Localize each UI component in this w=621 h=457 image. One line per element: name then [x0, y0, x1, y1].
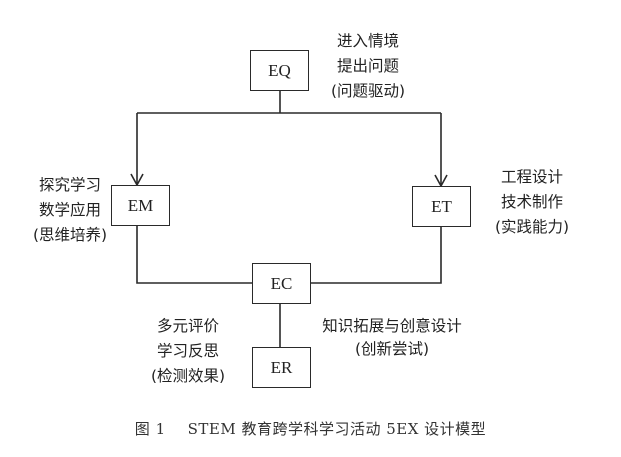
- eq-notes: 进入情境 提出问题 (问题驱动): [326, 29, 410, 104]
- node-eq: EQ: [250, 50, 309, 91]
- eq-note: 进入情境: [336, 32, 399, 50]
- er-note: 学习反思: [156, 342, 219, 360]
- er-note: (检测效果): [150, 367, 226, 385]
- er-notes: 多元评价 学习反思 (检测效果): [142, 314, 234, 389]
- et-to-ec-line: [310, 226, 442, 284]
- et-notes: 工程设计 技术制作 (实践能力): [488, 165, 576, 240]
- node-er: ER: [252, 347, 311, 388]
- ec-note: (创新尝试): [354, 340, 430, 358]
- node-em-label: EM: [127, 195, 154, 215]
- figure-number: 图 1: [134, 420, 166, 438]
- node-em: EM: [111, 185, 170, 226]
- et-note: 工程设计: [500, 168, 563, 186]
- node-ec-label: EC: [270, 273, 293, 293]
- em-notes: 探究学习 数学应用 (思维培养): [26, 173, 114, 248]
- em-note: (思维培养): [32, 226, 108, 244]
- em-note: 数学应用: [38, 201, 101, 219]
- node-eq-label: EQ: [268, 60, 291, 80]
- figure-title: STEM 教育跨学科学习活动 5EX 设计模型: [187, 420, 487, 438]
- et-note: 技术制作: [500, 193, 563, 211]
- ec-notes: 知识拓展与创意设计 (创新尝试): [308, 315, 476, 361]
- et-note: (实践能力): [494, 218, 570, 236]
- node-er-label: ER: [270, 357, 293, 377]
- node-et-label: ET: [431, 196, 452, 216]
- er-note: 多元评价: [156, 317, 219, 335]
- em-note: 探究学习: [38, 176, 101, 194]
- node-ec: EC: [252, 263, 311, 304]
- ec-note: 知识拓展与创意设计: [322, 317, 462, 335]
- em-to-ec-line: [136, 225, 253, 284]
- node-et: ET: [412, 186, 471, 227]
- eq-note: (问题驱动): [330, 82, 406, 100]
- figure-caption: 图 1 STEM 教育跨学科学习活动 5EX 设计模型: [0, 418, 621, 439]
- eq-note: 提出问题: [336, 57, 399, 75]
